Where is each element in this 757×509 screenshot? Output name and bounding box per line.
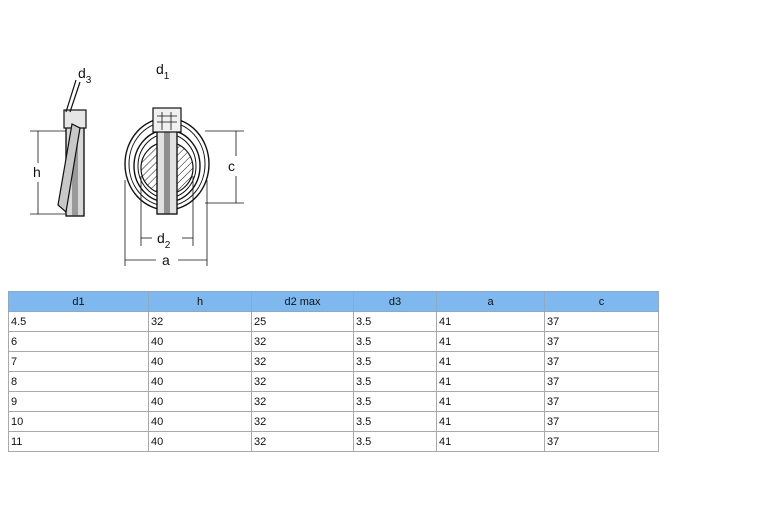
cell-d1: 6 xyxy=(8,331,149,352)
side-view xyxy=(30,79,87,217)
front-view xyxy=(124,107,244,266)
cell-a: 41 xyxy=(436,411,545,432)
cell-a: 41 xyxy=(436,371,545,392)
cell-d1: 10 xyxy=(8,411,149,432)
cell-c: 37 xyxy=(544,391,659,412)
table-row: 10 40 32 3.5 41 37 xyxy=(8,411,659,432)
cell-h: 40 xyxy=(148,351,252,372)
col-header-h: h xyxy=(148,291,252,312)
cell-d1: 7 xyxy=(8,351,149,372)
cell-c: 37 xyxy=(544,351,659,372)
cell-d1: 4.5 xyxy=(8,311,149,332)
cell-c: 37 xyxy=(544,311,659,332)
cell-d2-max: 25 xyxy=(251,311,354,332)
dim-label-a: a xyxy=(162,252,170,268)
cell-h: 40 xyxy=(148,371,252,392)
table-row: 9 40 32 3.5 41 37 xyxy=(8,391,659,412)
cell-h: 40 xyxy=(148,391,252,412)
cell-d3: 3.5 xyxy=(353,431,437,452)
cell-a: 41 xyxy=(436,351,545,372)
cell-a: 41 xyxy=(436,391,545,412)
cell-d3: 3.5 xyxy=(353,351,437,372)
cell-d3: 3.5 xyxy=(353,391,437,412)
table-row: 4.5 32 25 3.5 41 37 xyxy=(8,311,659,332)
cell-d3: 3.5 xyxy=(353,311,437,332)
cell-h: 32 xyxy=(148,311,252,332)
table-row: 7 40 32 3.5 41 37 xyxy=(8,351,659,372)
cell-c: 37 xyxy=(544,411,659,432)
cell-c: 37 xyxy=(544,331,659,352)
cell-d1: 8 xyxy=(8,371,149,392)
cell-d1: 11 xyxy=(8,431,149,452)
cell-d3: 3.5 xyxy=(353,371,437,392)
cell-d2-max: 32 xyxy=(251,351,354,372)
col-header-d2-max: d2 max xyxy=(251,291,354,312)
col-header-d3: d3 xyxy=(353,291,437,312)
linch-pin-drawing: h d3 xyxy=(30,61,244,268)
cell-c: 37 xyxy=(544,371,659,392)
dim-label-d3: d3 xyxy=(78,65,92,86)
cell-d2-max: 32 xyxy=(251,371,354,392)
dim-label-c: c xyxy=(228,158,235,174)
table-row: 6 40 32 3.5 41 37 xyxy=(8,331,659,352)
cell-a: 41 xyxy=(436,431,545,452)
cell-d3: 3.5 xyxy=(353,331,437,352)
cell-a: 41 xyxy=(436,331,545,352)
cell-d2-max: 32 xyxy=(251,391,354,412)
cell-d1: 9 xyxy=(8,391,149,412)
cell-d2-max: 32 xyxy=(251,431,354,452)
dim-label-d1: d1 xyxy=(156,61,170,82)
table-row: 11 40 32 3.5 41 37 xyxy=(8,431,659,452)
dim-label-h: h xyxy=(33,164,41,180)
cell-d2-max: 32 xyxy=(251,411,354,432)
col-header-a: a xyxy=(436,291,545,312)
dim-label-d2: d2 xyxy=(157,230,171,251)
cell-h: 40 xyxy=(148,411,252,432)
col-header-c: c xyxy=(544,291,659,312)
cell-h: 40 xyxy=(148,331,252,352)
col-header-d1: d1 xyxy=(8,291,149,312)
table-row: 8 40 32 3.5 41 37 xyxy=(8,371,659,392)
cell-c: 37 xyxy=(544,431,659,452)
cell-a: 41 xyxy=(436,311,545,332)
spec-table: d1 h d2 max d3 a c 4.5 32 25 3.5 41 37 6… xyxy=(8,291,659,452)
cell-d2-max: 32 xyxy=(251,331,354,352)
cell-h: 40 xyxy=(148,431,252,452)
table-header-row: d1 h d2 max d3 a c xyxy=(8,291,659,312)
cell-d3: 3.5 xyxy=(353,411,437,432)
